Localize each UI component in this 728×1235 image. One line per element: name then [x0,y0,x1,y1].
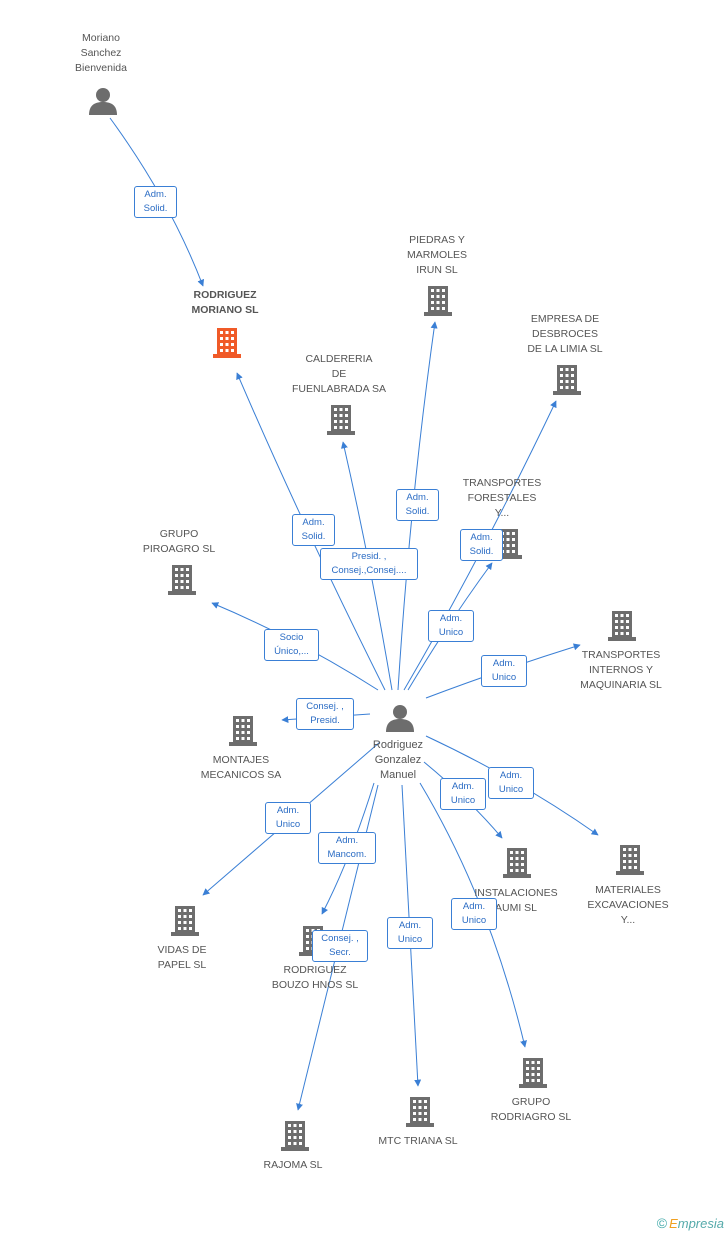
node-grupo-piroagro[interactable]: GRUPO PIROAGRO SL [142,528,216,555]
person-icon [89,88,117,115]
node-rajoma[interactable]: RAJOMA SL [263,1159,323,1171]
node-rodriguez-bouzo-hnos[interactable]: RODRIGUEZ BOUZO HNOS SL [271,964,359,991]
relation-badge[interactable]: Adm. Unico [265,802,311,834]
relation-badge[interactable]: Adm. Solid. [134,186,177,218]
node-materiales-excavaciones[interactable]: MATERIALES EXCAVACIONES Y... [587,884,669,926]
building-icon [168,565,196,595]
node-rodriguez-moriano-sl[interactable]: RODRIGUEZ MORIANO SL [191,289,259,316]
building-icon [553,365,581,395]
relation-badge[interactable]: Consej. , Secr. [312,930,368,962]
building-icon [503,848,531,878]
relation-badge[interactable]: Adm. Unico [488,767,534,799]
node-vidas-de-papel[interactable]: VIDAS DE PAPEL SL [157,944,207,971]
building-icon [406,1097,434,1127]
building-icon [616,845,644,875]
node-caldereria-fuenlabrada[interactable]: CALDERERIA DE FUENLABRADA SA [292,353,386,395]
node-piedras-y-marmoles[interactable]: PIEDRAS Y MARMOLES IRUN SL [406,234,468,276]
node-grupo-rodriagro[interactable]: GRUPO RODRIAGRO SL [490,1096,572,1123]
relation-badge[interactable]: Adm. Unico [387,917,433,949]
node-transportes-forestales[interactable]: TRANSPORTES FORESTALES Y... [462,477,542,519]
relation-badge[interactable]: Consej. , Presid. [296,698,354,730]
building-icon [229,716,257,746]
building-icon [519,1058,547,1088]
node-empresa-desbroces[interactable]: EMPRESA DE DESBROCES DE LA LIMIA SL [527,313,603,355]
node-rodriguez-gonzalez-manuel[interactable]: Rodriguez Gonzalez Manuel [372,739,424,781]
building-icon [281,1121,309,1151]
relation-badge[interactable]: Adm. Solid. [292,514,335,546]
relation-badge[interactable]: Adm. Unico [451,898,497,930]
person-icon [386,705,414,732]
building-icon-highlighted [213,328,241,358]
relation-badge[interactable]: Socio Único,... [264,629,319,661]
relation-badge[interactable]: Adm. Solid. [460,529,503,561]
relation-badge[interactable]: Adm. Unico [481,655,527,687]
relation-badge[interactable]: Adm. Mancom. [318,832,376,864]
relation-badge[interactable]: Adm. Unico [428,610,474,642]
node-transportes-internos[interactable]: TRANSPORTES INTERNOS Y MAQUINARIA SL [580,649,662,691]
building-icon [171,906,199,936]
relation-badge[interactable]: Presid. , Consej.,Consej.... [320,548,418,580]
node-instalaciones-aumi[interactable]: INSTALACIONES AUMI SL [474,887,558,914]
relation-badge[interactable]: Adm. Solid. [396,489,439,521]
node-mtc-triana[interactable]: MTC TRIANA SL [378,1135,458,1147]
relation-badge[interactable]: Adm. Unico [440,778,486,810]
building-icon [608,611,636,641]
building-icon [424,286,452,316]
node-moriano-sanchez-bienvenida[interactable]: Moriano Sanchez Bienvenida [75,32,127,74]
building-icon [327,405,355,435]
brand-logo: ©Empresia [656,1215,724,1231]
node-montajes-mecanicos[interactable]: MONTAJES MECANICOS SA [200,754,282,781]
